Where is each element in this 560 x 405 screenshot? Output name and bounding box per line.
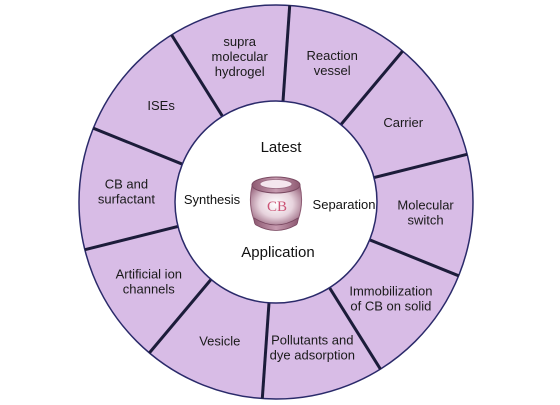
segment-label: ISEs bbox=[147, 98, 175, 113]
segment-divider bbox=[373, 152, 468, 180]
segment-label-line: Reaction bbox=[307, 48, 358, 63]
segment-divider bbox=[369, 238, 460, 278]
segment-divider bbox=[148, 278, 213, 354]
center-top-label: Latest bbox=[261, 139, 303, 156]
segment-label-line: ISEs bbox=[147, 98, 175, 113]
segment-label: Carrier bbox=[383, 115, 423, 130]
segment-label-line: switch bbox=[408, 213, 444, 228]
segment-label-line: Vesicle bbox=[199, 334, 240, 349]
segment-label-line: Carrier bbox=[383, 115, 423, 130]
segment-divider bbox=[84, 224, 179, 252]
segment-label-line: molecular bbox=[212, 49, 269, 64]
segment-divider bbox=[328, 286, 382, 370]
segment-dividers bbox=[84, 5, 468, 399]
segment-label: Vesicle bbox=[199, 334, 240, 349]
center-right-label: Separation bbox=[313, 197, 376, 212]
cb-emblem-text: CB bbox=[267, 199, 287, 215]
segment-label-line: Artificial ion bbox=[116, 267, 182, 282]
segment-label-line: of CB on solid bbox=[350, 298, 431, 313]
segment-label-line: Molecular bbox=[397, 198, 454, 213]
segment-label-line: vessel bbox=[314, 63, 351, 78]
segment-label-line: Pollutants and bbox=[271, 333, 353, 348]
cb-barrel-icon: CB bbox=[249, 176, 303, 231]
segment-label-line: Immobilization bbox=[349, 283, 432, 298]
center-bottom-label: Application bbox=[241, 244, 314, 261]
segment-label-line: CB and bbox=[105, 177, 148, 192]
center-left-label: Synthesis bbox=[184, 192, 241, 207]
segment-divider bbox=[339, 50, 404, 126]
segment-label-line: supra bbox=[223, 34, 256, 49]
segment-divider bbox=[281, 5, 292, 102]
segment-label-line: surfactant bbox=[98, 192, 155, 207]
segment-label-line: hydrogel bbox=[215, 64, 265, 79]
segment-divider bbox=[260, 302, 271, 399]
segment-divider bbox=[92, 126, 183, 166]
segment-label-line: dye adsorption bbox=[270, 348, 355, 363]
segment-divider bbox=[170, 34, 224, 118]
segment-label-line: channels bbox=[123, 282, 176, 297]
